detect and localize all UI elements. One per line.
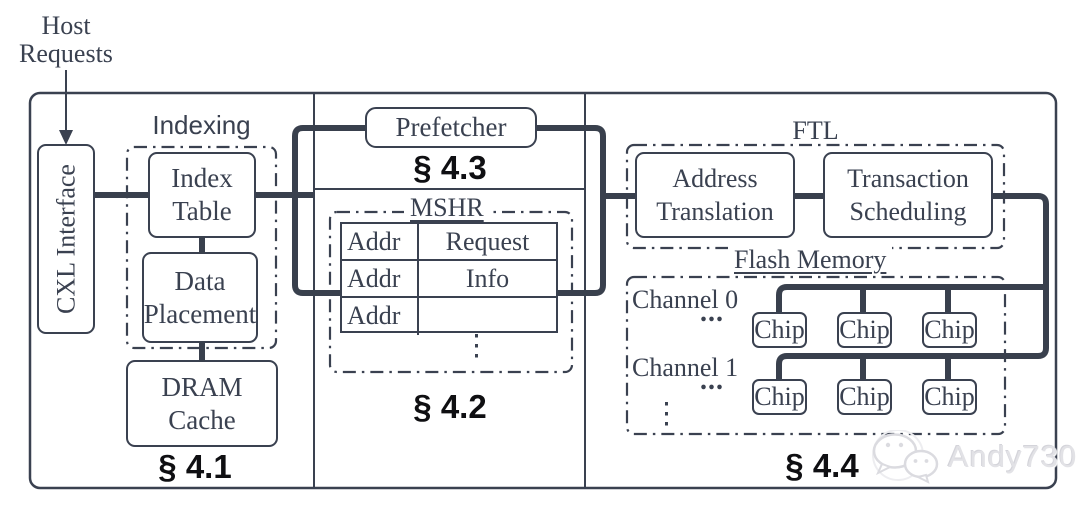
- channel1-more-dots: ...: [700, 365, 724, 396]
- chip-box: Chip: [837, 312, 892, 348]
- index-table-box: Index Table: [148, 152, 256, 238]
- mshr-ellipsis: ⋮: [462, 330, 491, 362]
- ftl-group-label: FTL: [792, 116, 839, 145]
- wechat-icon: [872, 430, 939, 484]
- scheduling-to-channel1-bus: [776, 193, 1049, 382]
- outer-frame: [28, 91, 1058, 490]
- chip-box: Chip: [922, 379, 977, 415]
- section-4-2-label: § 4.2: [413, 388, 487, 425]
- address-translation-box: Address Translation: [635, 152, 795, 238]
- host-request-arrow: [59, 70, 73, 145]
- cxl-interface-box: CXL Interface: [37, 144, 95, 334]
- prefetcher-box: Prefetcher: [365, 107, 537, 148]
- index-to-placement-link: [199, 236, 205, 254]
- mshr-addr-cell: Addr: [342, 261, 419, 296]
- mshr-table-row: Addr Info: [342, 261, 556, 298]
- cxl-interface-label: CXL Interface: [51, 164, 81, 314]
- chip-box: Chip: [922, 312, 977, 348]
- mshr-info-cell: Info: [465, 264, 510, 293]
- watermark: Andy730: [868, 430, 1077, 484]
- transaction-scheduling-box: Transaction Scheduling: [823, 152, 993, 238]
- channel0-bus: [776, 284, 1046, 316]
- section-4-1-label: § 4.1: [158, 448, 232, 485]
- mshr-group-label: MSHR: [404, 194, 490, 222]
- chip-box: Chip: [837, 379, 892, 415]
- section-4-3-label: § 4.3: [413, 149, 487, 186]
- dram-cache-box: DRAM Cache: [126, 360, 278, 447]
- section-4-4-label: § 4.4: [785, 447, 859, 484]
- watermark-text: Andy730: [948, 439, 1078, 474]
- mshr-addr-cell: Addr: [342, 224, 419, 259]
- bus-connectors: [95, 125, 1049, 382]
- mshr-addr-cell: Addr: [342, 298, 419, 335]
- data-placement-box: Data Placement: [142, 252, 258, 343]
- channel0-more-dots: ...: [700, 297, 724, 328]
- prefetcher-left-mshr-link: [292, 125, 367, 296]
- channel0-label: Channel 0: [632, 285, 739, 314]
- flash-memory-group-label: Flash Memory: [728, 246, 893, 274]
- channel1-label: Channel 1: [632, 353, 739, 382]
- mshr-table: Addr Request Addr Info Addr: [340, 222, 558, 335]
- host-requests-label: Host Requests: [19, 11, 113, 68]
- chip-box: Chip: [752, 312, 807, 348]
- indexing-container: [125, 145, 278, 350]
- chip-box: Chip: [752, 379, 807, 415]
- flash-channels-ellipsis: ⋮: [652, 398, 681, 430]
- placement-to-dram-link: [199, 341, 205, 362]
- prefetcher-right-mshr-link: [535, 125, 606, 296]
- mshr-info-cell: Request: [445, 227, 530, 256]
- indexing-group-label: Indexing: [152, 110, 251, 140]
- mshr-table-row: Addr: [342, 298, 556, 335]
- down-arrow-icon: [59, 130, 73, 145]
- mshr-table-row: Addr Request: [342, 224, 556, 261]
